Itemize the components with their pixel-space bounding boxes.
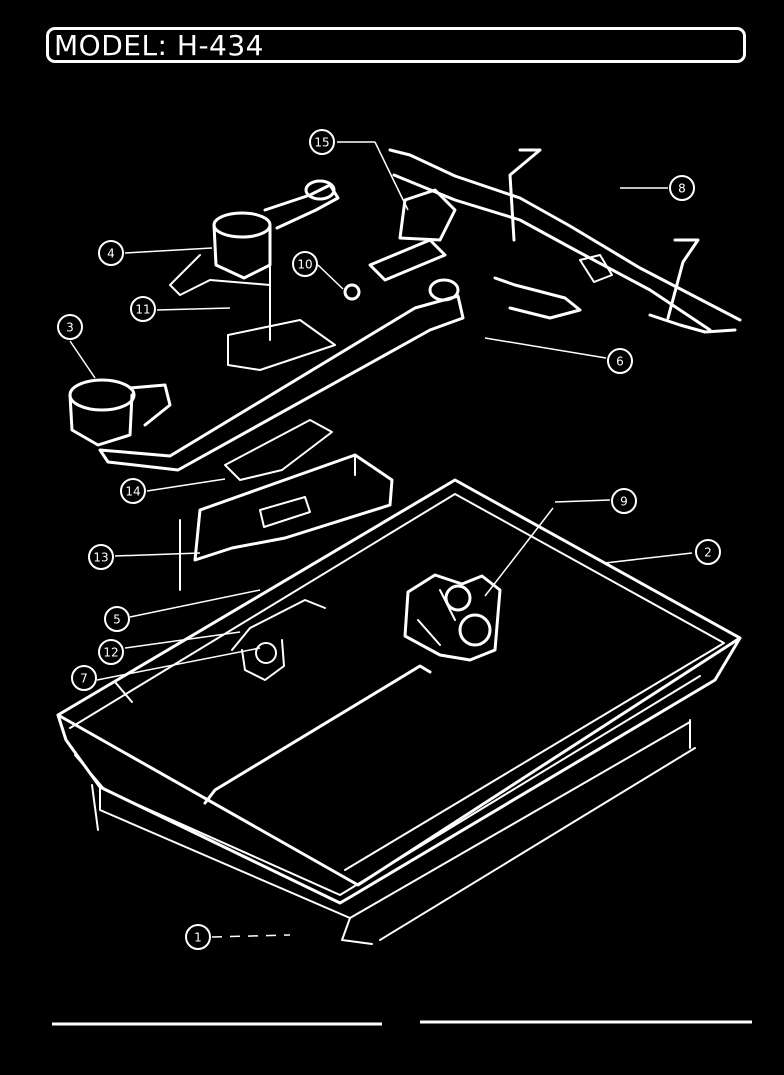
callout-leaders bbox=[69, 141, 693, 938]
callout-12: 12 bbox=[98, 639, 124, 665]
callout-circle bbox=[71, 665, 97, 691]
callout-3: 3 bbox=[57, 314, 83, 340]
callout-14: 14 bbox=[120, 478, 146, 504]
callout-circle bbox=[292, 251, 318, 277]
callout-5: 5 bbox=[104, 606, 130, 632]
callout-6: 6 bbox=[607, 348, 633, 374]
callout-number: 9 bbox=[620, 495, 628, 509]
callout-number: 5 bbox=[113, 613, 121, 627]
callout-number: 7 bbox=[80, 672, 88, 686]
callout-9: 9 bbox=[611, 488, 637, 514]
callout-circle bbox=[185, 924, 211, 950]
callout-15: 15 bbox=[309, 129, 335, 155]
callout-13: 13 bbox=[88, 544, 114, 570]
callout-circle bbox=[695, 539, 721, 565]
callout-number: 8 bbox=[678, 182, 686, 196]
callout-8: 8 bbox=[669, 175, 695, 201]
callout-1: 1 bbox=[185, 924, 211, 950]
callout-circle bbox=[104, 606, 130, 632]
callout-circle bbox=[98, 639, 124, 665]
callout-circle bbox=[607, 348, 633, 374]
gasket-plates bbox=[179, 419, 394, 591]
callout-number: 14 bbox=[125, 485, 140, 499]
callout-number: 13 bbox=[93, 551, 108, 565]
model-title: MODEL: H-434 bbox=[54, 29, 264, 63]
callout-2: 2 bbox=[695, 539, 721, 565]
callout-7: 7 bbox=[71, 665, 97, 691]
callout-number: 4 bbox=[107, 247, 115, 261]
callout-circle bbox=[120, 478, 146, 504]
callout-circle bbox=[57, 314, 83, 340]
callout-10: 10 bbox=[292, 251, 318, 277]
model-number: H-434 bbox=[176, 29, 264, 62]
callout-number: 12 bbox=[103, 646, 118, 660]
callout-number: 11 bbox=[135, 303, 150, 317]
callout-circle bbox=[611, 488, 637, 514]
callout-circle bbox=[88, 544, 114, 570]
callout-number: 15 bbox=[314, 136, 329, 150]
manifold-bracket bbox=[368, 148, 742, 334]
callout-circle bbox=[98, 240, 124, 266]
callout-number: 3 bbox=[66, 321, 74, 335]
model-title-box bbox=[46, 27, 746, 63]
model-label: MODEL: bbox=[54, 29, 168, 62]
callout-11: 11 bbox=[130, 296, 156, 322]
callout-circle bbox=[669, 175, 695, 201]
callout-circle bbox=[309, 129, 335, 155]
tray-assembly bbox=[56, 478, 742, 945]
callout-number: 2 bbox=[704, 546, 712, 560]
callout-number: 1 bbox=[194, 931, 202, 945]
callout-number: 10 bbox=[297, 258, 312, 272]
callout-circle bbox=[130, 296, 156, 322]
valve-assembly bbox=[231, 573, 502, 681]
callout-4: 4 bbox=[98, 240, 124, 266]
callout-number: 6 bbox=[616, 355, 624, 369]
burner-parts bbox=[68, 179, 465, 472]
